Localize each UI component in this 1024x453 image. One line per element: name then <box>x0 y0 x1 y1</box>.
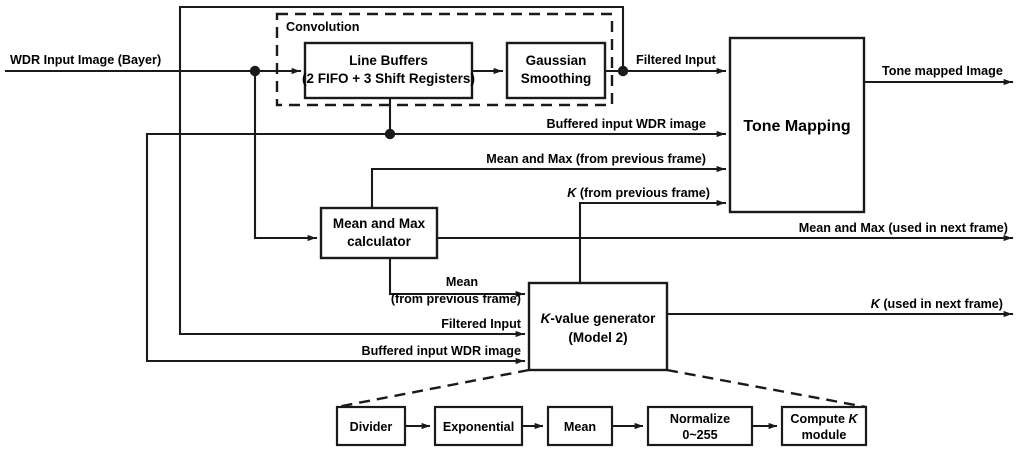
leader-line-left <box>336 368 530 409</box>
label-tone-mapped-image: Tone mapped Image <box>882 64 1003 78</box>
label-wdr-input: WDR Input Image (Bayer) <box>10 53 161 67</box>
block-mean-max-calculator[interactable] <box>319 206 439 260</box>
wire-left-bus-vertical <box>145 132 526 365</box>
label-k-used-next-frame-k: K <box>871 297 881 311</box>
label-mean-from-previous-frame-2: (from previous frame) <box>391 292 521 306</box>
block-divider-label: Divider <box>350 420 393 434</box>
group-convolution-label: Convolution <box>286 20 359 34</box>
junction-dot-buffered-input <box>384 128 396 140</box>
block-mean-label: Mean <box>564 420 596 434</box>
block-tone-mapping[interactable] <box>728 36 866 214</box>
block-compute-k-label-prefix: Compute <box>790 412 848 426</box>
label-k-from-previous-frame: K (from previous frame) <box>567 186 710 200</box>
label-k-from-previous-frame-rest: (from previous frame) <box>576 186 710 200</box>
label-mean-max-used-next-frame: Mean and Max (used in next frame) <box>799 221 1008 235</box>
block-mean[interactable] <box>546 405 614 447</box>
block-k-value-generator-label-k: K <box>541 311 552 326</box>
block-mean-max-calculator-label-1: Mean and Max <box>333 216 426 231</box>
label-mean-from-previous-frame-1: Mean <box>446 275 478 289</box>
block-gaussian-smoothing-label-2: Smoothing <box>521 71 592 86</box>
block-normalize[interactable] <box>646 405 754 447</box>
block-gaussian-smoothing-label-1: Gaussian <box>526 53 587 68</box>
block-tone-mapping-label: Tone Mapping <box>743 118 850 135</box>
wire-top-feedback-loop <box>178 5 625 336</box>
block-line-buffers[interactable] <box>303 41 474 100</box>
block-k-value-generator[interactable] <box>527 281 669 372</box>
block-exponential-label: Exponential <box>443 420 514 434</box>
block-compute-k-label-k: K <box>848 412 858 426</box>
wire-mean-max-from-previous-frame <box>370 165 727 210</box>
junction-dot-wdr-split <box>249 65 261 77</box>
label-buffered-input-wdr-lower: Buffered input WDR image <box>361 344 521 358</box>
block-gaussian-smoothing[interactable] <box>505 41 607 100</box>
block-compute-k[interactable] <box>780 405 868 447</box>
block-line-buffers-label-2: (2 FIFO + 3 Shift Registers) <box>302 71 475 86</box>
label-k-used-next-frame: K (used in next frame) <box>871 297 1003 311</box>
block-compute-k-label-2: module <box>802 428 847 442</box>
block-k-value-generator-label-1: K-value generator <box>541 311 657 326</box>
block-mean-max-calculator-label-2: calculator <box>347 234 412 249</box>
group-convolution-boundary <box>275 12 614 107</box>
junction-dot-filtered-input <box>617 65 629 77</box>
wire-k-from-previous-frame <box>578 199 727 285</box>
leader-line-right <box>666 368 867 409</box>
wire-wdr-branch-down <box>253 69 318 242</box>
label-buffered-input-wdr-top: Buffered input WDR image <box>546 117 706 131</box>
label-mean-max-from-previous-frame: Mean and Max (from previous frame) <box>486 152 706 166</box>
block-normalize-label-1: Normalize <box>670 412 730 426</box>
block-line-buffers-label-1: Line Buffers <box>349 53 428 68</box>
wire-mean-from-previous-frame <box>388 256 526 298</box>
block-normalize-label-2: 0~255 <box>682 428 717 442</box>
label-filtered-input-lower: Filtered Input <box>441 317 522 331</box>
block-compute-k-label-1: Compute K <box>790 412 858 426</box>
label-k-from-previous-frame-k: K <box>567 186 577 200</box>
block-k-value-generator-label-rest: -value generator <box>550 311 656 326</box>
block-k-value-generator-label-2: (Model 2) <box>568 330 627 345</box>
label-filtered-input-top: Filtered Input <box>636 53 717 67</box>
block-divider[interactable] <box>335 405 407 447</box>
label-k-used-next-frame-rest: (used in next frame) <box>880 297 1003 311</box>
